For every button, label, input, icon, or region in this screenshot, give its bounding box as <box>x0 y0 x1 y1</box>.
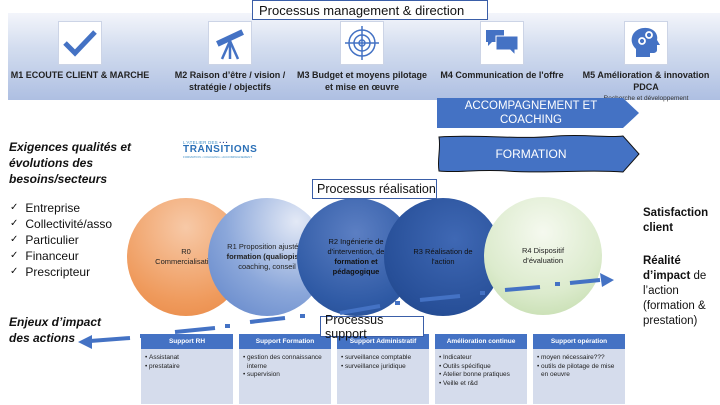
telescope-icon <box>208 21 252 65</box>
logo-line2: TRANSITIONS <box>183 144 258 155</box>
chevron-accompagnement-label: ACCOMPAGNEMENT ET COACHING <box>464 100 598 126</box>
management-item-m2: M2 Raison d’être / vision / stratégie / … <box>160 13 300 93</box>
chevron-accompagnement: ACCOMPAGNEMENT ET COACHING <box>437 98 639 128</box>
list-item: ✓ Prescripteur <box>10 264 112 280</box>
list-item: Assistanat <box>145 354 230 363</box>
chevron-formation: FORMATION <box>437 134 640 174</box>
check-icon: ✓ <box>10 202 19 213</box>
list-item: outils de pilotage de mise en oeuvre <box>537 363 622 380</box>
exigences-title: Exigences qualités et évolutions des bes… <box>9 140 132 186</box>
support-title: Processus support <box>320 313 424 341</box>
logo-line1: L'ATELIER DES <box>183 140 218 145</box>
support-box-header: Support opération <box>533 334 625 349</box>
checkmark-icon <box>58 21 102 65</box>
list-item-label: Particulier <box>25 233 79 247</box>
step-r3-text: R3 Réalisation de l'action <box>413 247 473 266</box>
support-box-list: Assistanat prestataire <box>141 349 233 371</box>
step-r2-text: R2 Ingénierie de d'intervention, de <box>327 237 385 256</box>
support-box-formation: Support Formation gestion des connaissan… <box>239 334 331 404</box>
list-item: gestion des connaissance interne <box>243 354 328 371</box>
support-box-list: gestion des connaissance interne supervi… <box>239 349 331 380</box>
impact-text: Réalité d’impact de l’action (formation &… <box>643 254 720 329</box>
management-item-label: M3 Budget et moyens pilotage et mise en … <box>296 70 428 92</box>
step-r4-text: R4 Dispositif d’évaluation <box>521 246 565 265</box>
list-item: ✓ Financeur <box>10 248 112 264</box>
management-item-label: M1 ECOUTE CLIENT & MARCHE <box>10 70 150 80</box>
list-item: ✓ Particulier <box>10 232 112 248</box>
list-item-label: Financeur <box>25 249 79 263</box>
impact-rest2: l’action (formation & prestation) <box>643 285 706 327</box>
list-item: prestataire <box>145 363 230 372</box>
list-item: surveillance juridique <box>341 363 426 372</box>
chat-bubbles-icon <box>480 21 524 65</box>
list-item: Indicateur <box>439 354 524 363</box>
management-item-label: M5 Amélioration & innovation PDCA <box>582 70 710 92</box>
check-icon: ✓ <box>10 250 19 261</box>
support-box-rh: Support RH Assistanat prestataire <box>141 334 233 404</box>
list-item: Veille et r&d <box>439 380 524 389</box>
list-item: moyen nécessaire??? <box>537 354 622 363</box>
support-box-list: Indicateur Outils spécifique Atelier bon… <box>435 349 527 388</box>
logo-line3: FORMATION • COACHING • ACCOMPAGNEMENT <box>183 155 253 159</box>
arrow-right-head <box>600 273 614 287</box>
step-r4: R4 Dispositif d’évaluation <box>484 197 602 315</box>
list-item: surveillance comptable <box>341 354 426 363</box>
enjeux-title: Enjeux d’impact des actions <box>9 315 102 345</box>
list-item: Atelier bonne pratiques <box>439 371 524 380</box>
support-box-administratif: Support Administratif surveillance compt… <box>337 334 429 404</box>
check-icon: ✓ <box>10 218 19 229</box>
list-item: ✓ Entreprise <box>10 200 112 216</box>
list-item: ✓ Collectivité/asso <box>10 216 112 232</box>
management-item-m5: M5 Amélioration & innovation PDCA Recher… <box>576 13 716 102</box>
step-r1-text: R1 Proposition ajustée : <box>227 242 307 251</box>
step-r0-label: Commercialisation <box>155 257 217 266</box>
support-box-header: Support RH <box>141 334 233 349</box>
management-item-m3: M3 Budget et moyens pilotage et mise en … <box>292 13 432 93</box>
satisfaction-client: Satisfaction client <box>643 207 709 234</box>
management-item-sublabel: Recherche et développement <box>603 95 689 102</box>
step-r2-bold: formation et pédagogique <box>332 257 380 276</box>
management-item-m4: M4 Communication de l'offre <box>432 13 572 81</box>
management-item-label: M4 Communication de l'offre <box>440 70 564 80</box>
list-item-label: Prescripteur <box>25 265 91 279</box>
check-icon: ✓ <box>10 266 19 277</box>
impact-rest1: de <box>690 270 707 282</box>
impact-bold: Réalité d’impact <box>643 255 691 282</box>
support-box-amelioration: Amélioration continue Indicateur Outils … <box>435 334 527 404</box>
chevron-formation-label: FORMATION <box>495 147 567 161</box>
support-box-header: Support Formation <box>239 334 331 349</box>
list-item-label: Entreprise <box>25 201 81 215</box>
support-box-list: surveillance comptable surveillance juri… <box>337 349 429 371</box>
management-title: Processus management & direction <box>252 0 488 20</box>
list-item: Outils spécifique <box>439 363 524 372</box>
head-gears-icon <box>624 21 668 65</box>
support-box-operation: Support opération moyen nécessaire??? ou… <box>533 334 625 404</box>
client-type-list: ✓ Entreprise ✓ Collectivité/asso ✓ Particul… <box>10 200 112 280</box>
support-box-list: moyen nécessaire??? outils de pilotage d… <box>533 349 625 380</box>
step-r0-code: R0 <box>181 247 191 256</box>
management-item-label: M2 Raison d’être / vision / stratégie / … <box>174 70 286 92</box>
logo-dots: • • • <box>219 140 228 145</box>
realisation-title: Processus réalisation <box>312 179 437 199</box>
support-box-header: Amélioration continue <box>435 334 527 349</box>
company-logo: L'ATELIER DES • • • TRANSITIONS FORMATIO… <box>183 140 263 162</box>
list-item-label: Collectivité/asso <box>25 217 113 231</box>
step-r1-bold: formation (qualiopisé) <box>226 252 306 261</box>
list-item: supervision <box>243 371 328 380</box>
check-icon: ✓ <box>10 234 19 245</box>
management-item-m1: M1 ECOUTE CLIENT & MARCHE <box>10 13 150 81</box>
target-icon <box>340 21 384 65</box>
